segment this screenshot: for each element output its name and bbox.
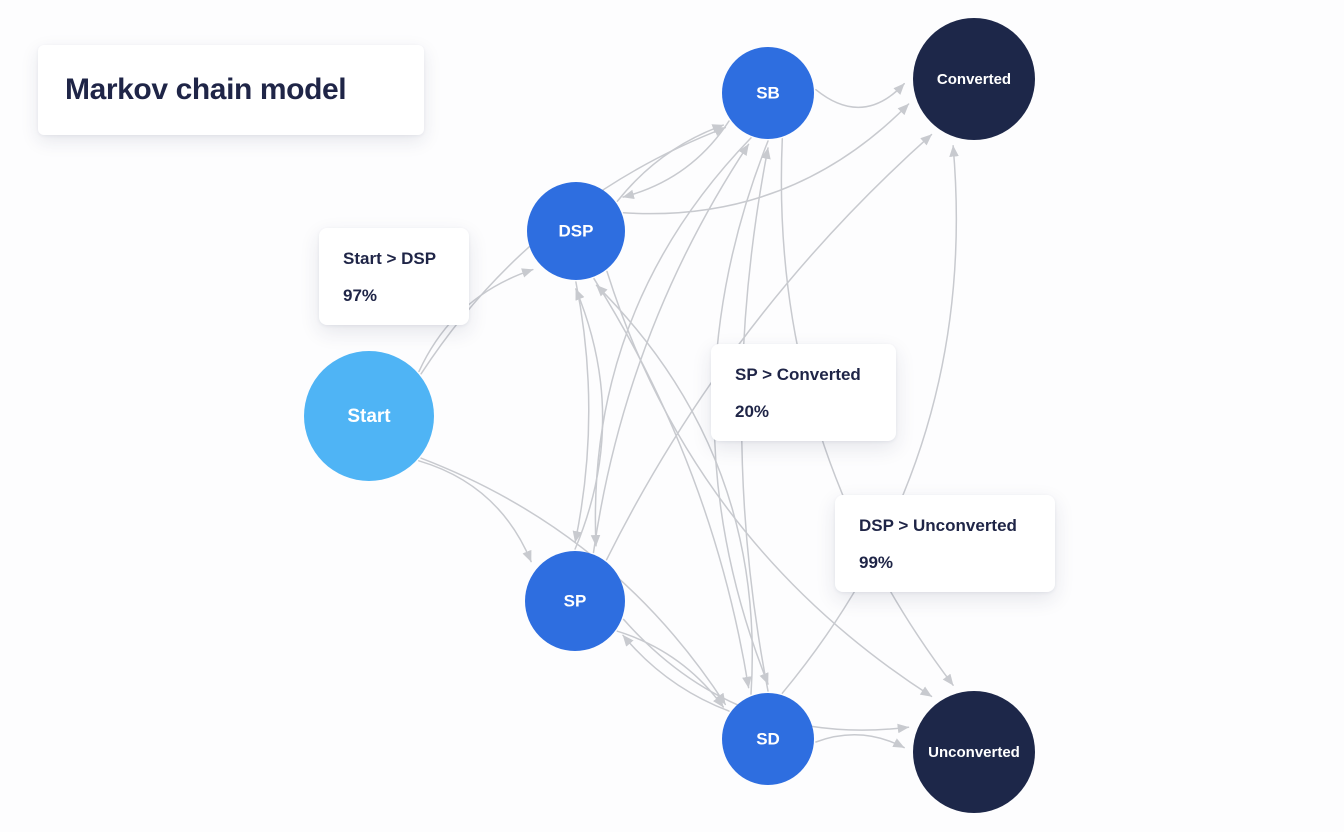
tooltip-value: 20% [735, 402, 770, 421]
edge-sb-to-sp [590, 137, 752, 547]
edge-dsp-to-sb [616, 124, 725, 202]
tooltip-sp-converted: SP > Converted 20% [711, 344, 896, 441]
edge-sb-to-converted [815, 82, 905, 109]
tooltip-value: 99% [859, 553, 894, 572]
node-sd[interactable]: SD [722, 693, 814, 785]
node-circle-sd[interactable] [722, 693, 814, 785]
page-title: Markov chain model [65, 73, 347, 106]
tooltip-start-dsp: Start > DSP 97% [319, 228, 469, 325]
tooltip-title: Start > DSP [343, 249, 437, 268]
edge-sp-to-sd [616, 630, 725, 708]
edge-sd-to-converted [781, 145, 959, 694]
node-sb[interactable]: SB [722, 47, 814, 139]
node-circle-converted[interactable] [913, 18, 1035, 140]
node-converted[interactable]: Converted [913, 18, 1035, 140]
edge-sp-to-converted [605, 133, 933, 561]
node-label-sd: SD [756, 729, 780, 748]
edge-sd-to-dsp [595, 284, 754, 695]
edge-dsp-to-sp [572, 281, 590, 543]
tooltip-value: 97% [343, 286, 378, 305]
edge-dsp-to-sd [593, 277, 752, 689]
tooltip-title: SP > Converted [735, 365, 861, 384]
node-start[interactable]: Start [304, 351, 434, 481]
node-unconverted[interactable]: Unconverted [913, 691, 1035, 813]
edge-sd-to-unconverted [815, 734, 905, 749]
node-circle-unconverted[interactable] [913, 691, 1035, 813]
node-label-start: Start [347, 406, 391, 427]
edge-dsp-to-unconverted [606, 270, 933, 698]
node-label-sb: SB [756, 83, 780, 102]
node-circle-start[interactable] [304, 351, 434, 481]
title-card: Markov chain model [38, 45, 424, 135]
edge-dsp-to-converted [622, 103, 910, 215]
edge-start-to-sp [418, 460, 532, 563]
node-dsp[interactable]: DSP [527, 182, 625, 280]
node-label-unconverted: Unconverted [928, 744, 1020, 761]
node-label-dsp: DSP [559, 221, 594, 240]
edge-sd-to-sp [622, 634, 730, 712]
edge-sb-to-dsp [622, 120, 730, 200]
tooltip-title: DSP > Unconverted [859, 516, 1017, 535]
node-circle-dsp[interactable] [527, 182, 625, 280]
node-sp[interactable]: SP [525, 551, 625, 651]
node-label-converted: Converted [937, 71, 1011, 88]
node-circle-sb[interactable] [722, 47, 814, 139]
node-circle-sp[interactable] [525, 551, 625, 651]
edge-sp-to-sb [592, 143, 750, 554]
edge-sp-to-dsp [574, 288, 604, 550]
tooltip-dsp-unconverted: DSP > Unconverted 99% [835, 495, 1055, 592]
node-label-sp: SP [564, 591, 587, 610]
